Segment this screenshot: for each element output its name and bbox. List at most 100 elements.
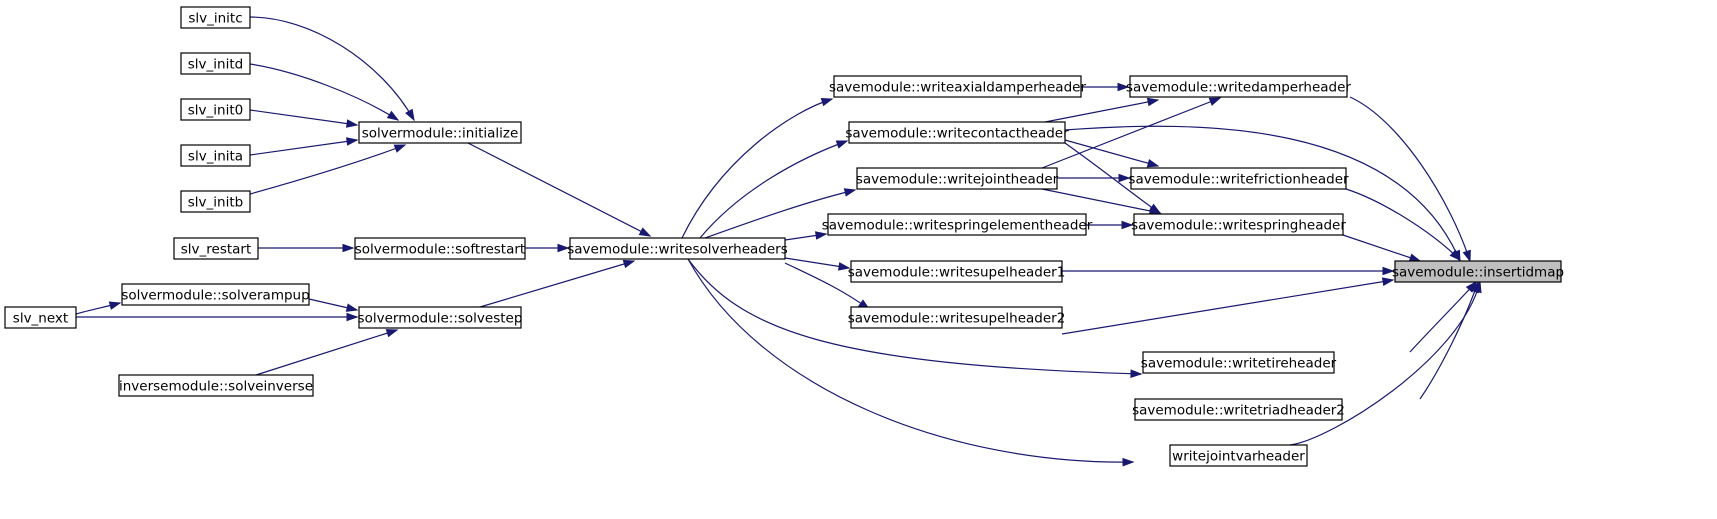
arrowhead [393, 144, 407, 153]
node-box-highlighted[interactable] [1394, 260, 1562, 283]
edge-rampup-to-solvestep [308, 298, 359, 312]
node-box[interactable] [1142, 351, 1335, 374]
node-initb[interactable]: slv_initb [180, 190, 251, 213]
node-solvestep[interactable]: solvermodule::solvestep [358, 306, 523, 329]
node-box[interactable] [569, 237, 786, 260]
edge-wsh-to-triad [687, 258, 1135, 467]
edge-line [699, 140, 848, 239]
node-supel2[interactable]: savemodule::writesupelheader2 [848, 306, 1066, 329]
edge-line [687, 258, 1134, 463]
node-box[interactable] [180, 52, 251, 75]
node-initd[interactable]: slv_initd [180, 52, 251, 75]
node-box[interactable] [118, 374, 314, 397]
node-joint[interactable]: savemodule::writejointheader [856, 167, 1059, 190]
node-label: savemodule::writejointheader [856, 172, 1059, 188]
node-inverse[interactable]: inversemodule::solveinverse [118, 374, 314, 397]
node-init0[interactable]: slv_init0 [180, 98, 251, 121]
edge-line [1342, 234, 1421, 262]
edge-initialize-to-wsh [467, 142, 652, 237]
arrowhead [1208, 97, 1222, 106]
edge-solvestep-to-wsh [479, 259, 636, 308]
node-inita[interactable]: slv_inita [180, 144, 251, 167]
arrowhead [1146, 97, 1160, 107]
node-friction[interactable]: savemodule::writefrictionheader [1128, 167, 1349, 190]
edge-triad-to-insert [1419, 280, 1479, 400]
node-box[interactable] [833, 75, 1082, 98]
node-axial[interactable]: savemodule::writeaxialdamperheader [829, 75, 1086, 98]
node-box[interactable] [827, 213, 1087, 236]
arrowhead [1381, 277, 1395, 286]
node-box[interactable] [173, 237, 259, 260]
node-restart[interactable]: slv_restart [173, 237, 259, 260]
node-label: solvermodule::initialize [362, 126, 519, 142]
node-box[interactable] [1130, 167, 1347, 190]
node-box[interactable] [850, 306, 1063, 329]
edge-line [681, 98, 833, 239]
arrowhead [843, 188, 857, 197]
node-triad[interactable]: savemodule::writetriadheader2 [1132, 398, 1345, 421]
edge-wsh-to-supel1 [784, 257, 851, 271]
node-box[interactable] [1129, 75, 1348, 98]
node-damper[interactable]: savemodule::writedamperheader [1126, 75, 1351, 98]
node-box[interactable] [358, 121, 522, 144]
node-box[interactable] [180, 190, 251, 213]
arrowhead [405, 108, 415, 122]
node-label: slv_restart [181, 242, 252, 258]
node-box[interactable] [850, 260, 1063, 283]
edge-initb-to-initialize [249, 144, 407, 195]
node-spring[interactable]: savemodule::writespringheader [1131, 213, 1346, 236]
edge-layer [75, 16, 1482, 467]
arrowhead [1146, 159, 1160, 168]
node-box[interactable] [4, 306, 77, 329]
edge-line [249, 109, 358, 126]
node-box[interactable] [1169, 444, 1308, 467]
edge-line [249, 144, 406, 195]
edge-joint-to-spring [1041, 188, 1162, 216]
edge-softrestart-to-wsh [525, 243, 570, 253]
node-box[interactable] [358, 306, 522, 329]
node-tire[interactable]: savemodule::writetireheader [1141, 351, 1337, 374]
arrowhead [622, 259, 636, 269]
arrowhead [345, 303, 359, 312]
node-initc[interactable]: slv_initc [180, 6, 251, 29]
node-box[interactable] [180, 6, 251, 29]
node-springel[interactable]: savemodule::writespringelementheader [822, 213, 1093, 236]
node-jointvar[interactable]: writejointvarheader [1169, 444, 1308, 467]
node-box[interactable] [1134, 398, 1343, 421]
node-label: slv_initb [188, 195, 243, 211]
edge-line [467, 142, 651, 237]
node-softrestart[interactable]: solvermodule::softrestart [354, 237, 526, 260]
node-initialize[interactable]: solvermodule::initialize [358, 121, 522, 144]
edge-axial-to-damper [1081, 82, 1130, 92]
edge-wsh-to-axial [681, 97, 834, 239]
node-wsh[interactable]: savemodule::writesolverheaders [567, 237, 788, 260]
arrowhead [1382, 266, 1395, 276]
node-label: solvermodule::solverampup [121, 288, 309, 304]
node-rampup[interactable]: solvermodule::solverampup [121, 283, 310, 306]
edge-inverse-to-solvestep [255, 329, 399, 376]
arrowhead [342, 243, 355, 253]
node-next[interactable]: slv_next [4, 306, 77, 329]
node-label: slv_inita [188, 149, 243, 165]
node-box[interactable] [856, 167, 1058, 190]
node-box[interactable] [354, 237, 526, 260]
arrowhead [1121, 220, 1134, 230]
node-label: savemodule::writesolverheaders [567, 242, 787, 258]
node-label: savemodule::writecontactheader [845, 126, 1069, 142]
node-box[interactable] [1133, 213, 1344, 236]
node-box[interactable] [180, 144, 251, 167]
edge-supel1-to-insert [1062, 266, 1395, 276]
node-insert[interactable]: savemodule::insertidmap [1392, 260, 1564, 283]
edge-wsh-to-springel [784, 231, 828, 241]
arrowhead [386, 110, 400, 121]
node-layer: slv_initc slv_initd slv_init0 slv_inita slv_… [4, 6, 1564, 467]
node-box[interactable] [180, 98, 251, 121]
node-supel1[interactable]: savemodule::writesupelheader1 [848, 260, 1066, 283]
edge-spring-to-insert [1342, 234, 1422, 262]
node-box[interactable] [848, 121, 1066, 144]
node-contact[interactable]: savemodule::writecontactheader [845, 121, 1069, 144]
edge-line [249, 63, 399, 121]
node-box[interactable] [121, 283, 310, 306]
node-label: savemodule::writefrictionheader [1128, 172, 1349, 188]
edge-damper-to-insert [1349, 96, 1471, 263]
